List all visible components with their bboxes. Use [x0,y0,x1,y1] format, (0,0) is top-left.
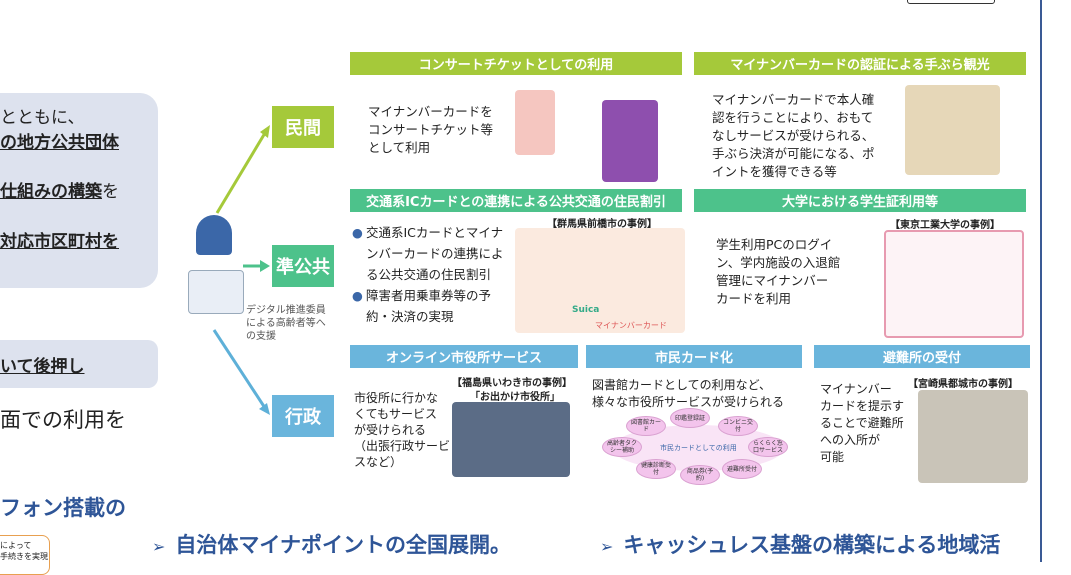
shelter-case: 【宮崎県都城市の事例】 [908,379,1018,390]
concert-header: コンサートチケットとしての利用 [350,52,682,75]
left-heading: フォン搭載の [0,496,126,520]
university-case: 【東京工業大学の事例】 [890,220,1000,231]
transit-bullet-1: ●交通系ICカードとマイナンバーカードの連携による公共交通の住民割引 [352,225,504,282]
summary-line-5: 面での利用を [0,408,126,432]
top-right-box [907,0,995,4]
category-semi-public: 準公共 [272,245,334,287]
arrow-semi-head [260,260,270,272]
summary-line-3-rest: を [102,182,119,202]
transit-bullet-2: ●障害者用乗車券等の予約・決済の実現 [352,288,492,324]
summary-line-4: 対応市区町村を [0,232,119,252]
university-header: 大学における学生証利用等 [694,189,1026,212]
van-photo [452,402,570,477]
shelter-photo [918,390,1028,483]
stage-illustration [602,100,658,182]
summary-line-1: とともに、 [0,108,85,128]
summary-box-2-text: いて後押し [0,357,85,377]
shelter-text: マイナンバー カードを提示す ることで避難所 への入所が 可能 [820,382,905,464]
arrow-admin-head [259,403,270,415]
university-text: 学生利用PCのログイ ン、学内施設の入退館 管理にマイナンバー カードを利用 [716,237,841,306]
arrows [212,125,270,415]
shelter-header: 避難所の受付 [814,345,1030,368]
concert-illustration [515,90,555,155]
citizen-bubble: 健康診断受付 [636,459,676,479]
bottom-item-2: ➢キャッシュレス基盤の構築による地域活 [600,533,1001,557]
online-case: 【福島県いわき市の事例】 [452,378,572,389]
citizen-center: 市民カードとしての利用 [660,444,737,452]
citizen-bubble: コンビニ交付 [718,416,758,436]
summary-line-3-bold: 仕組みの構築 [0,182,102,202]
citizen-bubble: 避難所受付 [722,459,762,479]
online-case-sub: 「お出かけ市役所」 [470,392,560,403]
citizen-bubble: 商品券(予約) [680,465,720,485]
summary-box-2 [0,340,158,388]
arrow-admin [212,329,267,409]
counter-illustration [905,85,1000,175]
arrow-private-head [260,125,270,138]
page-border [1040,0,1042,562]
online-text: 市役所に行かな くてもサービス が受けられる （出張行政サービ スなど） [354,391,451,469]
tourism-text: マイナンバーカードで本人確 認を行うことにより、おもて なしサービスが受けられる… [712,92,875,179]
bullet-icon: ➢ [600,537,614,556]
transit-mynumber: マイナンバーカード [595,321,667,330]
bullet-icon: ➢ [152,537,166,556]
transit-case: 【群馬県前橋市の事例】 [547,219,657,230]
note-text: によって 手続きを実現 [0,541,48,561]
arrow-private [215,132,267,214]
university-diagram [884,230,1024,338]
transit-bullets: ●交通系ICカードとマイナンバーカードの連携による公共交通の住民割引 ●障害者用… [352,222,514,327]
transit-suica: Suica [572,305,600,315]
online-header: オンライン市役所サービス [350,345,578,368]
tourism-header: マイナンバーカードの認証による手ぶら観光 [694,52,1026,75]
category-admin: 行政 [272,395,334,437]
citizen-text: 図書館カードとしての利用など、 様々な市役所サービスが受けられる [592,378,785,409]
person-illustration [196,215,232,255]
transit-diagram [515,228,685,333]
bottom-item-1: ➢自治体マイナポイントの全国展開。 [152,533,511,557]
summary-line-3: 仕組みの構築を [0,177,119,202]
concert-text: マイナンバーカードを コンサートチケット等 として利用 [368,104,494,155]
citizen-bubble: らくらく窓口サービス [748,437,788,457]
support-caption: デジタル推進委員による高齢者等への支援 [246,305,326,342]
transit-header: 交通系ICカードとの連携による公共交通の住民割引 [350,189,682,212]
category-private: 民間 [272,106,334,148]
citizen-bubble: 図書館カード [626,416,666,436]
summary-box [0,93,158,288]
citizen-bubble: 高齢者タクシー補助 [602,437,642,457]
support-illustration [188,270,244,314]
citizen-header: 市民カード化 [586,345,802,368]
summary-line-2: の地方公共団体 [0,133,119,153]
citizen-bubble: 印鑑登録証 [670,408,710,428]
